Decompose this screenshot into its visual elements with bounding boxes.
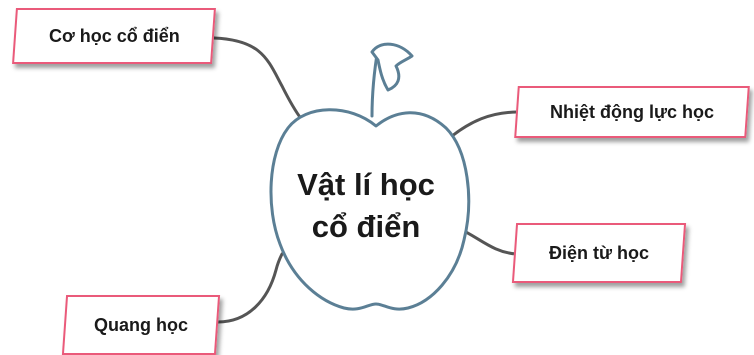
connector-quang [216,252,284,324]
center-topic-line-1: Vật lí học [297,167,435,202]
connector-co-hoc [212,36,304,122]
branch-quang-hoc: Quang học [61,295,221,355]
branch-label: Điện từ học [548,242,650,263]
center-topic-line-2: cổ điển [311,209,421,244]
branch-co-hoc-co-dien: Cơ học cổ điển [12,8,216,64]
branch-nhiet-dong-luc-hoc: Nhiệt động lực học [514,86,750,138]
branch-dien-tu-hoc: Điện từ học [511,223,687,283]
connector-nhiet [450,110,520,138]
apple-outline [269,108,471,311]
branch-label: Quang học [94,314,188,335]
apple-leaf [370,42,414,92]
branch-label: Cơ học cổ điển [48,25,180,46]
branch-label: Nhiệt động lực học [549,101,715,122]
center-topic: Vật lí học cổ điển [276,164,456,248]
